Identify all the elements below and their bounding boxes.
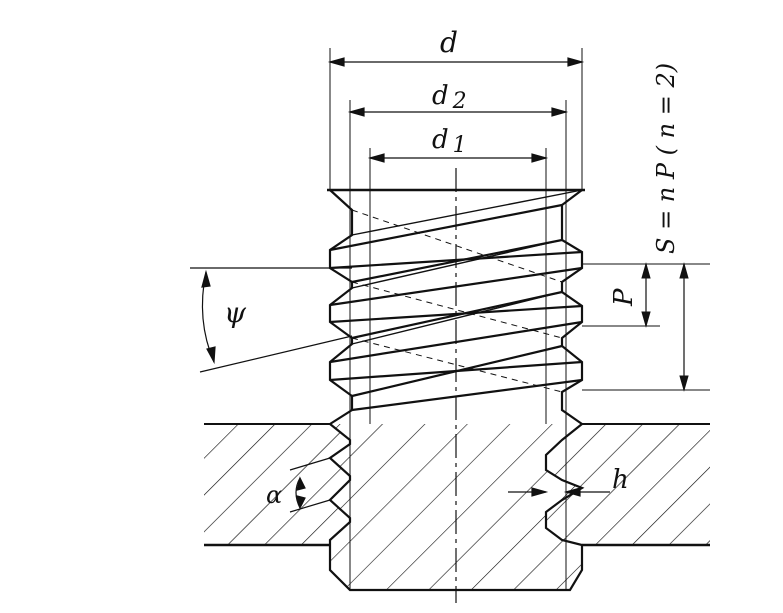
- label-thread-angle: α: [266, 481, 282, 509]
- label-d: d: [440, 26, 458, 59]
- thread-depth-marker: [508, 487, 610, 497]
- diameter-extension-lines: [329, 48, 583, 590]
- label-helix-angle: ψ: [224, 296, 247, 329]
- screw-section: [328, 423, 585, 592]
- label-thread-depth: h: [612, 465, 629, 495]
- label-lead: S = n P ( n = 2): [652, 63, 680, 254]
- lead-pitch-dimensions: [582, 262, 710, 392]
- dimension-d: [327, 57, 585, 67]
- dimension-d2: [347, 107, 569, 117]
- plate-section: [204, 423, 710, 547]
- thread-angle-marker: [289, 457, 331, 513]
- label-pitch: P: [609, 288, 639, 307]
- dimension-d1: [367, 153, 549, 163]
- helix-angle-marker: [190, 267, 353, 373]
